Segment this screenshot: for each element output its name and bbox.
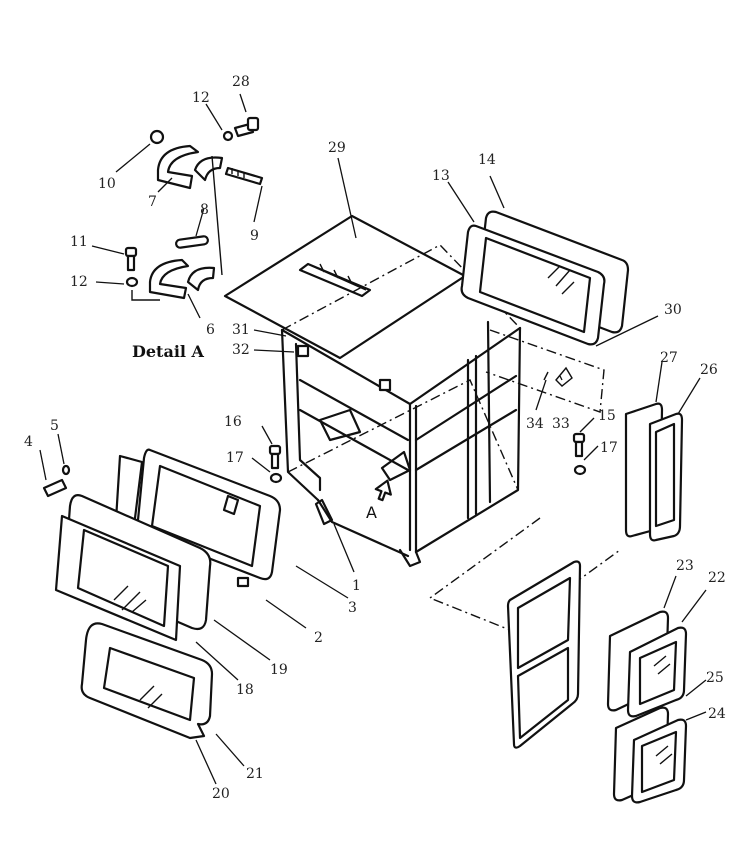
- callout-17-right: 17: [600, 440, 618, 456]
- callout-5: 5: [50, 418, 59, 434]
- callout-11: 11: [70, 234, 88, 250]
- callout-13: 13: [432, 168, 450, 184]
- cab-frame: [280, 244, 522, 568]
- upper-rear-window: [460, 210, 630, 346]
- callout-2: 2: [314, 630, 323, 646]
- callout-22: 22: [708, 570, 726, 586]
- detail-a-hinge-parts: [124, 116, 264, 301]
- callout-19: 19: [270, 662, 288, 678]
- detail-a-label: Detail A: [132, 342, 205, 361]
- leader-lines: [39, 93, 707, 785]
- callout-29: 29: [328, 140, 346, 156]
- callout-12-upper: 12: [192, 90, 210, 106]
- callout-8: 8: [200, 202, 209, 218]
- callout-33: 33: [552, 416, 570, 432]
- callout-18: 18: [236, 682, 254, 698]
- callout-20: 20: [212, 786, 230, 802]
- callout-16: 16: [224, 414, 242, 430]
- callout-numbers: 1 2 3 4 5 6 7 8 9 10 11 12 12 13 14 15 1…: [24, 74, 726, 802]
- callout-7: 7: [148, 194, 157, 210]
- callout-1: 1: [352, 578, 361, 594]
- fasteners: [42, 432, 587, 498]
- callout-17-left: 17: [226, 450, 244, 466]
- callout-27: 27: [660, 350, 678, 366]
- callout-24: 24: [708, 706, 726, 722]
- callout-10: 10: [98, 176, 116, 192]
- callout-23: 23: [676, 558, 694, 574]
- lower-door-windows: [54, 494, 250, 642]
- callout-25: 25: [706, 670, 724, 686]
- callout-34: 34: [526, 416, 544, 432]
- callout-3: 3: [348, 600, 357, 616]
- callout-32: 32: [232, 342, 250, 358]
- callout-6: 6: [206, 322, 215, 338]
- callout-12-lower: 12: [70, 274, 88, 290]
- callout-28: 28: [232, 74, 250, 90]
- callout-30: 30: [664, 302, 682, 318]
- callout-21: 21: [246, 766, 264, 782]
- right-side-windows: [606, 402, 688, 804]
- rear-tall-window: [506, 560, 582, 749]
- callout-4: 4: [24, 434, 33, 450]
- callout-9: 9: [250, 228, 259, 244]
- small-lower-window: [80, 622, 214, 740]
- view-arrow-label: A: [366, 503, 377, 522]
- callout-15: 15: [598, 408, 616, 424]
- callout-31: 31: [232, 322, 250, 338]
- left-door-assembly: [114, 448, 282, 581]
- roof-panel: [223, 214, 467, 360]
- callout-26: 26: [700, 362, 718, 378]
- callout-14: 14: [478, 152, 496, 168]
